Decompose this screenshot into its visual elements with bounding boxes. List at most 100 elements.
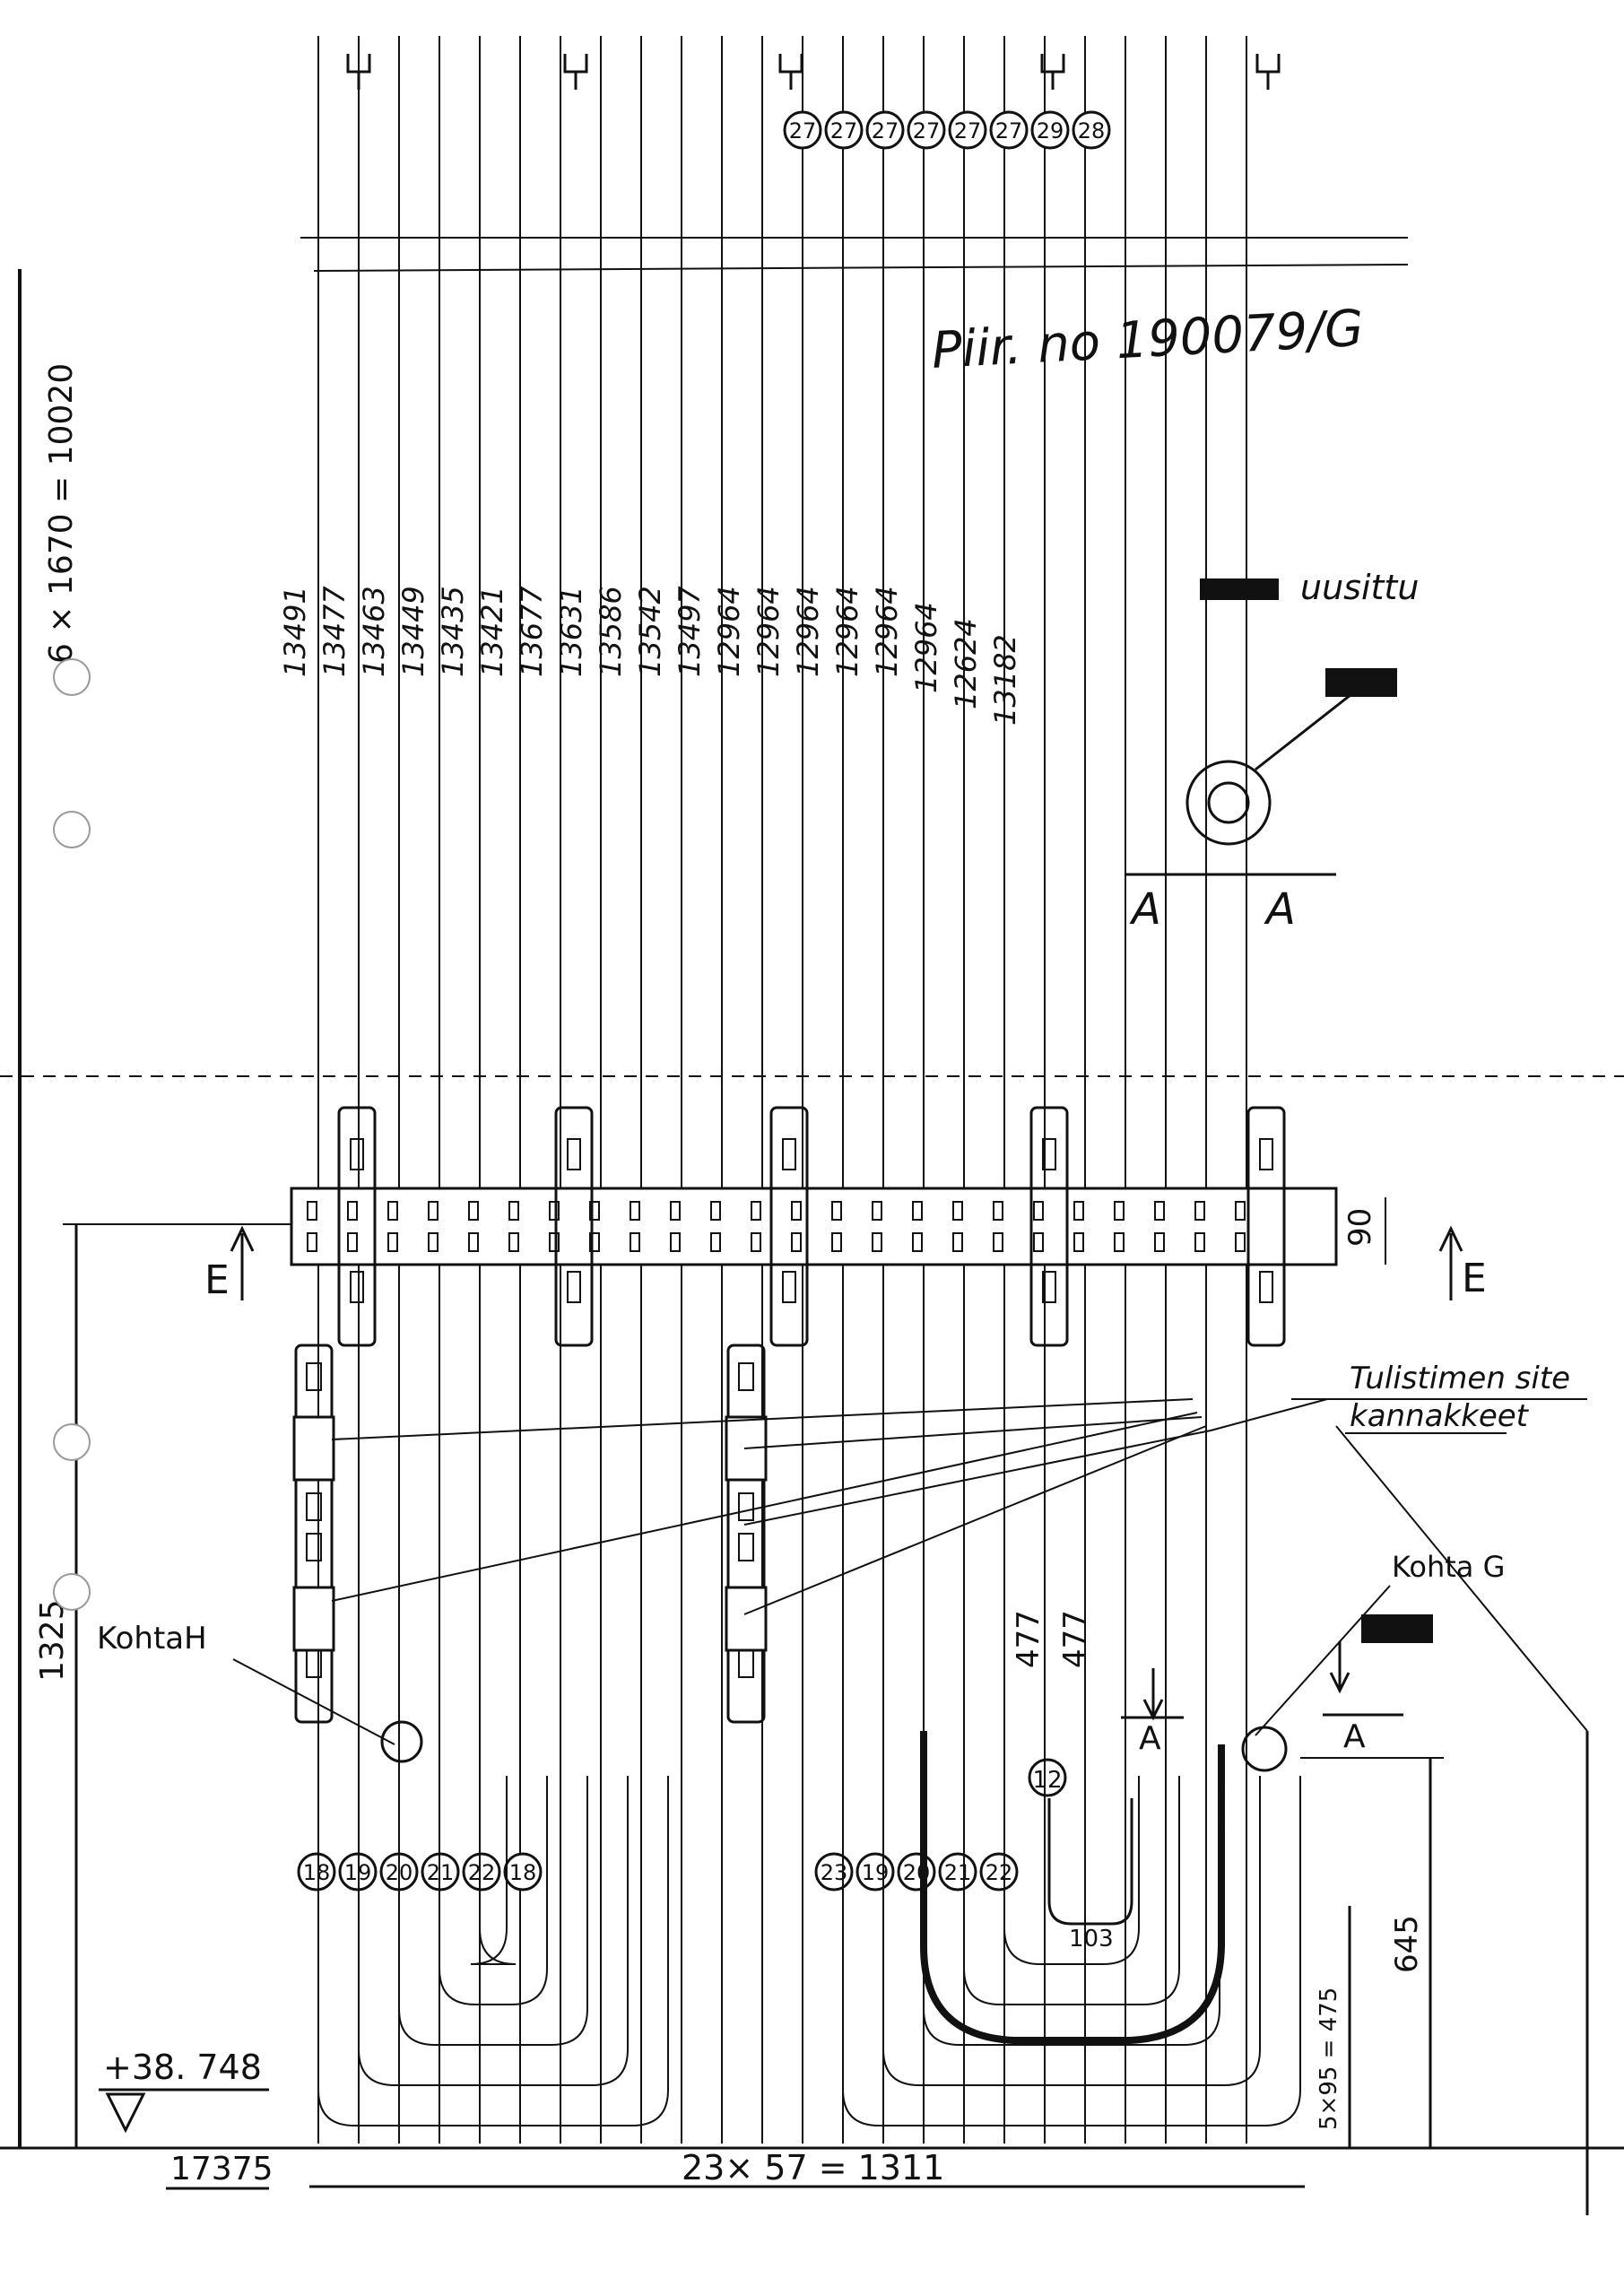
tube-length-label: 13542 (633, 586, 667, 677)
clamp-slot (791, 1232, 802, 1252)
elevation-triangle (105, 2092, 146, 2134)
bottom-marker-label: 18 (509, 1860, 537, 1885)
u-bend-loop (470, 1776, 517, 1965)
detail-arrow (1255, 680, 1368, 771)
section-a-label: A (1343, 1718, 1366, 1755)
top-marker-label: 27 (830, 118, 858, 144)
tube-length-label: 12964 (712, 586, 746, 677)
hanger-icon (778, 54, 803, 90)
section-a-arrow (1323, 1641, 1403, 1717)
clamp-slot (347, 1232, 358, 1252)
sleeve-pin (350, 1271, 364, 1303)
clamp-slot (428, 1232, 439, 1252)
clamp-band (290, 1187, 1338, 1266)
top-marker-circle (1072, 110, 1111, 150)
clamp-slot (993, 1232, 1003, 1252)
section-e-right: E (1462, 1256, 1487, 1301)
clamp-slot (1235, 1201, 1246, 1221)
tube-lines (317, 36, 1247, 2144)
section-e-arrow (230, 1225, 255, 1300)
sleeve-pin (782, 1138, 796, 1170)
clamp-slot (468, 1201, 479, 1221)
hanger-pin (306, 1362, 322, 1391)
clamp-slot (952, 1232, 963, 1252)
top-guide-line (313, 264, 1409, 272)
clamp-slot (1073, 1232, 1084, 1252)
sleeve-pin (782, 1271, 796, 1303)
bottom-marker-circle (938, 1852, 977, 1892)
support-sleeves (337, 1106, 1286, 1347)
clamp-slot (872, 1201, 882, 1221)
clamp-slot (549, 1232, 560, 1252)
clamp-slot (831, 1201, 842, 1221)
bottom-height-dim: 645 (1389, 1915, 1425, 1973)
binder-hole (53, 1573, 91, 1611)
clamp-slot (549, 1201, 560, 1221)
redacted-mark (1361, 1614, 1433, 1643)
detail-circle-outer (1185, 760, 1272, 846)
hanger-block (292, 1415, 335, 1482)
sleeve-pin (1042, 1271, 1056, 1303)
tube-length-label: 13497 (673, 586, 707, 677)
clamp-height-dim: 90 (1342, 1208, 1378, 1247)
top-marker-circle (1030, 110, 1070, 150)
u-bend-thick (920, 1731, 1225, 2044)
clamp-slot (710, 1201, 721, 1221)
sleeve-pin (567, 1138, 581, 1170)
clamp-slot (952, 1201, 963, 1221)
sleeve-pin (567, 1271, 581, 1303)
top-marker-label: 27 (995, 118, 1023, 144)
clamp-slot (1073, 1201, 1084, 1221)
clamp-slot (751, 1232, 761, 1252)
section-e-left: E (204, 1257, 230, 1303)
clamp-slot (630, 1201, 640, 1221)
hanger-blocks (292, 1344, 768, 1724)
support-sleeve (337, 1106, 377, 1347)
top-marker-label: 27 (913, 118, 941, 144)
hanger-icon (1040, 54, 1065, 90)
tube-length-label: 13463 (357, 586, 391, 677)
horizontal-dim: 23× 57 = 1311 (682, 2148, 944, 2187)
support-sleeve (1246, 1106, 1286, 1347)
clamp-slot (508, 1232, 519, 1252)
drawing-number: Piir. no 190079/G (930, 300, 1365, 380)
clamp-slot (912, 1201, 923, 1221)
sleeve-pin (1042, 1138, 1056, 1170)
top-marker-circle (948, 110, 987, 150)
hanger-icon (1255, 54, 1281, 90)
tube-length-label: 13491 (278, 586, 312, 677)
top-marker-label: 27 (789, 118, 817, 144)
clamp-slot (831, 1232, 842, 1252)
u-bend-loop (398, 1776, 588, 2046)
clamp-slot (710, 1232, 721, 1252)
section-a-arrow (1121, 1668, 1184, 1721)
u-bend-loop (1003, 1776, 1140, 1965)
tube-length-label: 12964 (791, 586, 825, 677)
u-bend-loop (439, 1776, 548, 2005)
clamp-slot (387, 1201, 398, 1221)
hanger-pin (306, 1649, 322, 1678)
bottom-marker-circle (503, 1852, 543, 1892)
tube-length-label: 13677 (515, 586, 549, 677)
u-bend-loop (317, 1776, 669, 2126)
clamp-slot (428, 1201, 439, 1221)
hanger-pin (738, 1362, 754, 1391)
section-e-arrow (1438, 1225, 1463, 1300)
tube-length-label: 13477 (317, 586, 352, 677)
level-left: 17375 (170, 2151, 274, 2187)
clamp-slot (1154, 1201, 1165, 1221)
tulistimen-label-2: kannakkeet (1350, 1398, 1530, 1434)
hanger-rod (294, 1344, 334, 1724)
hanger-pin (738, 1649, 754, 1678)
bottom-marker-circle (297, 1852, 336, 1892)
clamp-slot (1194, 1232, 1205, 1252)
clamp-slot (1033, 1232, 1044, 1252)
u-bend-loop (882, 1776, 1261, 2086)
support-rods (331, 1398, 1587, 1615)
u-spacing-dim: 5×95 = 475 (1316, 1987, 1342, 2130)
clamp-slot (589, 1201, 600, 1221)
hanger-icon (346, 54, 371, 90)
